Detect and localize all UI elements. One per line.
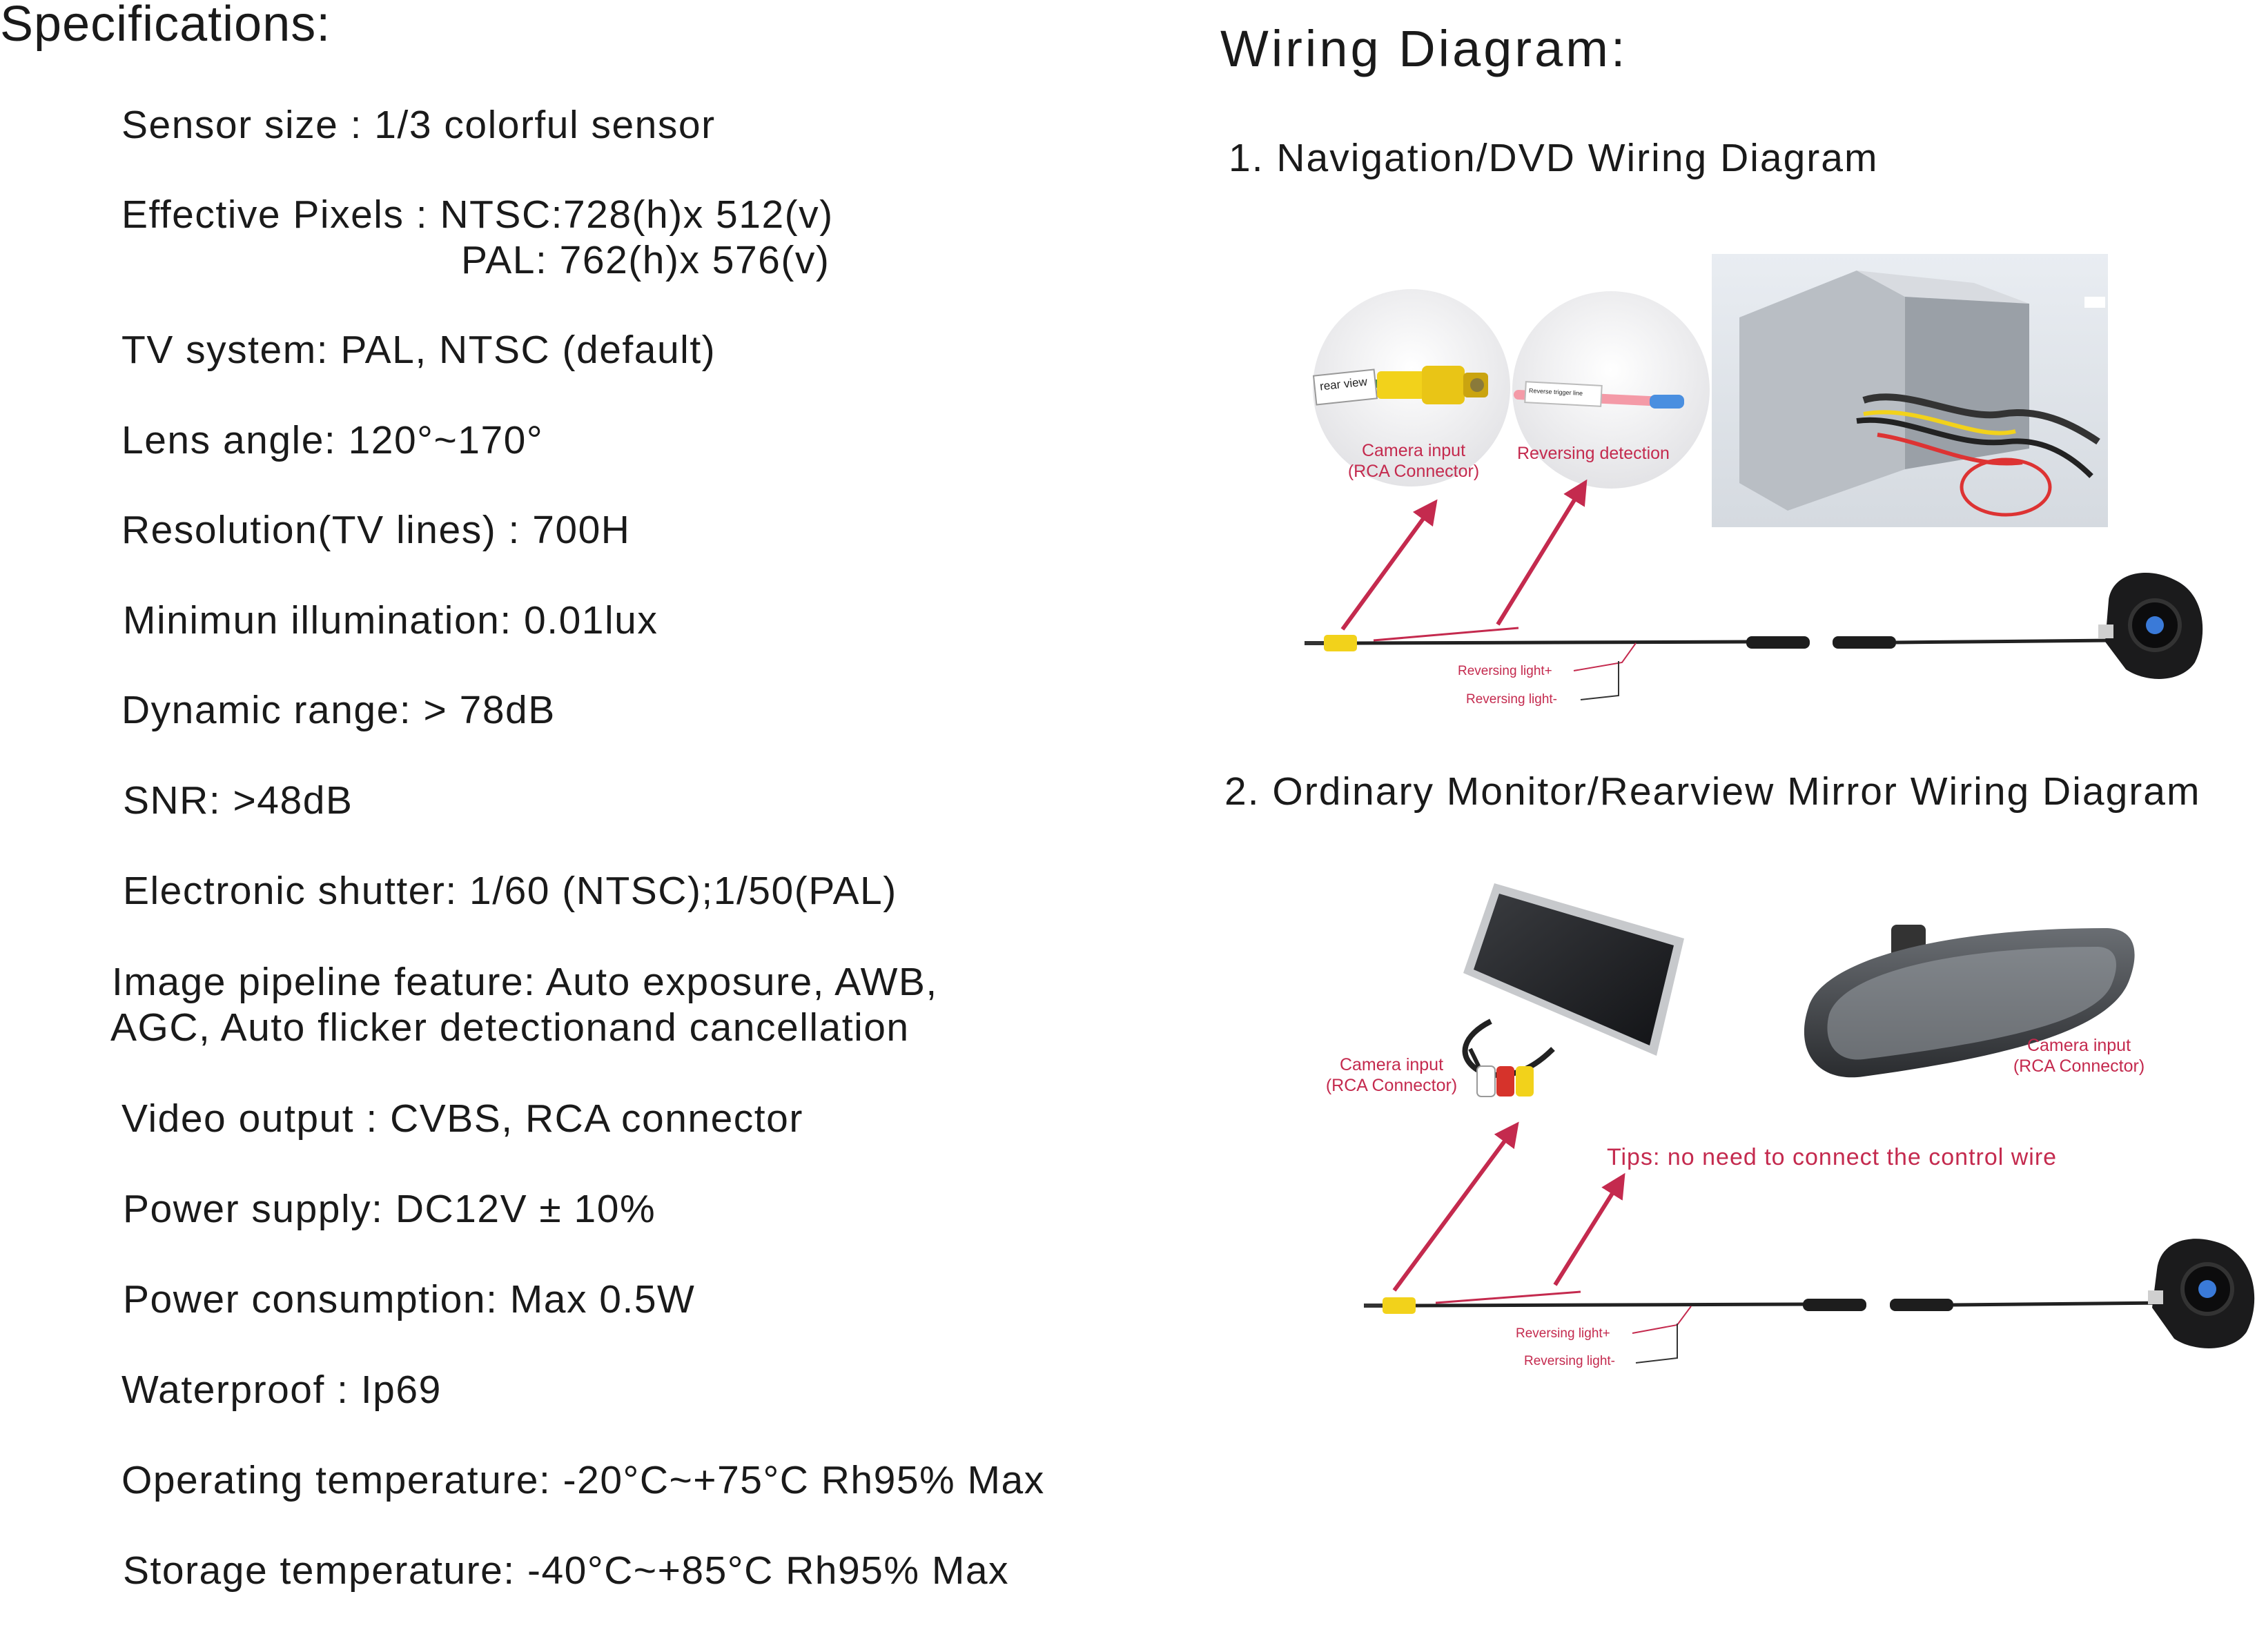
camera-input-text-2: Camera input: [1339, 1055, 1444, 1074]
rca-connector-text-1: (RCA Connector): [1347, 462, 1480, 481]
camera-input-label-3: Camera input (RCA Connector): [1996, 1035, 2162, 1076]
monitor-mirror-diagram-title: 2. Ordinary Monitor/Rearview Mirror Wiri…: [1224, 769, 2201, 814]
spec-electronic-shutter: Electronic shutter: 1/60 (NTSC);1/50(PAL…: [123, 869, 897, 913]
camera-input-text-1: Camera input: [1361, 441, 1466, 460]
camera-cable-1: [1305, 627, 2113, 700]
rearview-mirror-photo: [1804, 925, 2135, 1078]
rear-camera-1: [2098, 573, 2203, 679]
dvd-player-photo: [1712, 254, 2108, 527]
spec-storage-temperature: Storage temperature: -40°C~+85°C Rh95% M…: [123, 1548, 1010, 1593]
reversing-light-minus-label-1: Reversing light-: [1466, 692, 1557, 707]
arrow-control-wire: [1553, 1172, 1625, 1286]
spec-image-pipeline-line2: AGC, Auto flicker detectionand cancellat…: [110, 1005, 910, 1050]
reversing-detection-closeup: [1512, 291, 1710, 489]
spec-image-pipeline-line1: Image pipeline feature: Auto exposure, A…: [112, 960, 938, 1004]
spec-power-consumption: Power consumption: Max 0.5W: [123, 1277, 696, 1321]
camera-input-label-2: Camera input (RCA Connector): [1309, 1054, 1474, 1096]
camera-input-text-3: Camera input: [2026, 1036, 2131, 1055]
rca-connector-text-2: (RCA Connector): [1325, 1076, 1458, 1095]
rear-camera-2: [2148, 1239, 2255, 1348]
reversing-light-plus-label-1: Reversing light+: [1458, 664, 1552, 678]
spec-power-supply: Power supply: DC12V ± 10%: [123, 1187, 656, 1231]
reversing-light-minus-label-2: Reversing light-: [1524, 1354, 1615, 1368]
spec-effective-pixels-pal: PAL: 762(h)x 576(v): [461, 238, 830, 282]
spec-video-output: Video output : CVBS, RCA connector: [121, 1097, 803, 1141]
spec-lens-angle: Lens angle: 120°~170°: [121, 418, 544, 462]
spec-sensor-size: Sensor size : 1/3 colorful sensor: [121, 103, 716, 147]
specifications-title: Specifications:: [0, 0, 331, 52]
spec-operating-temperature: Operating temperature: -20°C~+75°C Rh95%…: [121, 1458, 1045, 1502]
spec-tv-system: TV system: PAL, NTSC (default): [121, 328, 716, 372]
spec-dynamic-range: Dynamic range: > 78dB: [121, 688, 556, 732]
spec-effective-pixels-ntsc: Effective Pixels : NTSC:728(h)x 512(v): [121, 193, 834, 237]
spec-snr: SNR: >48dB: [123, 778, 353, 823]
monitor-photo: [1462, 883, 1684, 1097]
camera-cable-2: [1364, 1290, 2168, 1364]
camera-input-closeup: [1312, 289, 1510, 486]
arrow-camera-input-1: [1340, 499, 1438, 631]
camera-input-label-1: Camera input (RCA Connector): [1331, 440, 1496, 482]
arrow-reversing-detection: [1496, 479, 1588, 626]
spec-waterproof: Waterproof : Ip69: [121, 1368, 442, 1412]
spec-resolution: Resolution(TV lines) : 700H: [121, 508, 631, 552]
arrow-camera-input-2: [1392, 1121, 1519, 1292]
rca-connector-text-3: (RCA Connector): [2013, 1056, 2145, 1076]
spec-minimum-illumination: Minimun illumination: 0.01lux: [123, 598, 658, 642]
nav-dvd-diagram-title: 1. Navigation/DVD Wiring Diagram: [1229, 136, 1879, 180]
tips-control-wire: Tips: no need to connect the control wir…: [1607, 1144, 2058, 1170]
reversing-detection-label: Reversing detection: [1517, 444, 1670, 463]
wiring-diagram-title: Wiring Diagram:: [1220, 20, 1628, 77]
reversing-light-plus-label-2: Reversing light+: [1516, 1326, 1610, 1341]
